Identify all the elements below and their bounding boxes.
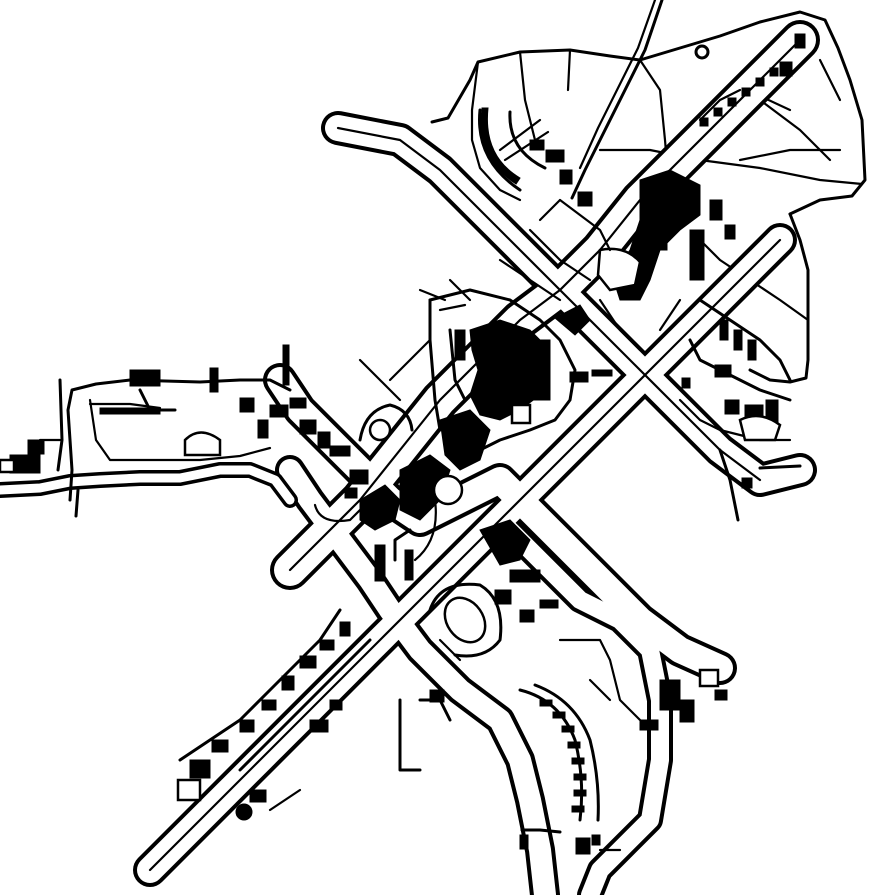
west-district	[0, 367, 298, 518]
minor-streets	[358, 198, 682, 402]
railway-line	[570, 0, 664, 200]
road-medians	[148, 38, 802, 872]
central-core	[313, 288, 613, 582]
east-district	[678, 298, 802, 522]
southwest-district	[176, 608, 462, 821]
southeast-district	[428, 519, 728, 855]
north-campus-buildings	[478, 33, 806, 301]
west-junction-buildings	[257, 344, 369, 499]
